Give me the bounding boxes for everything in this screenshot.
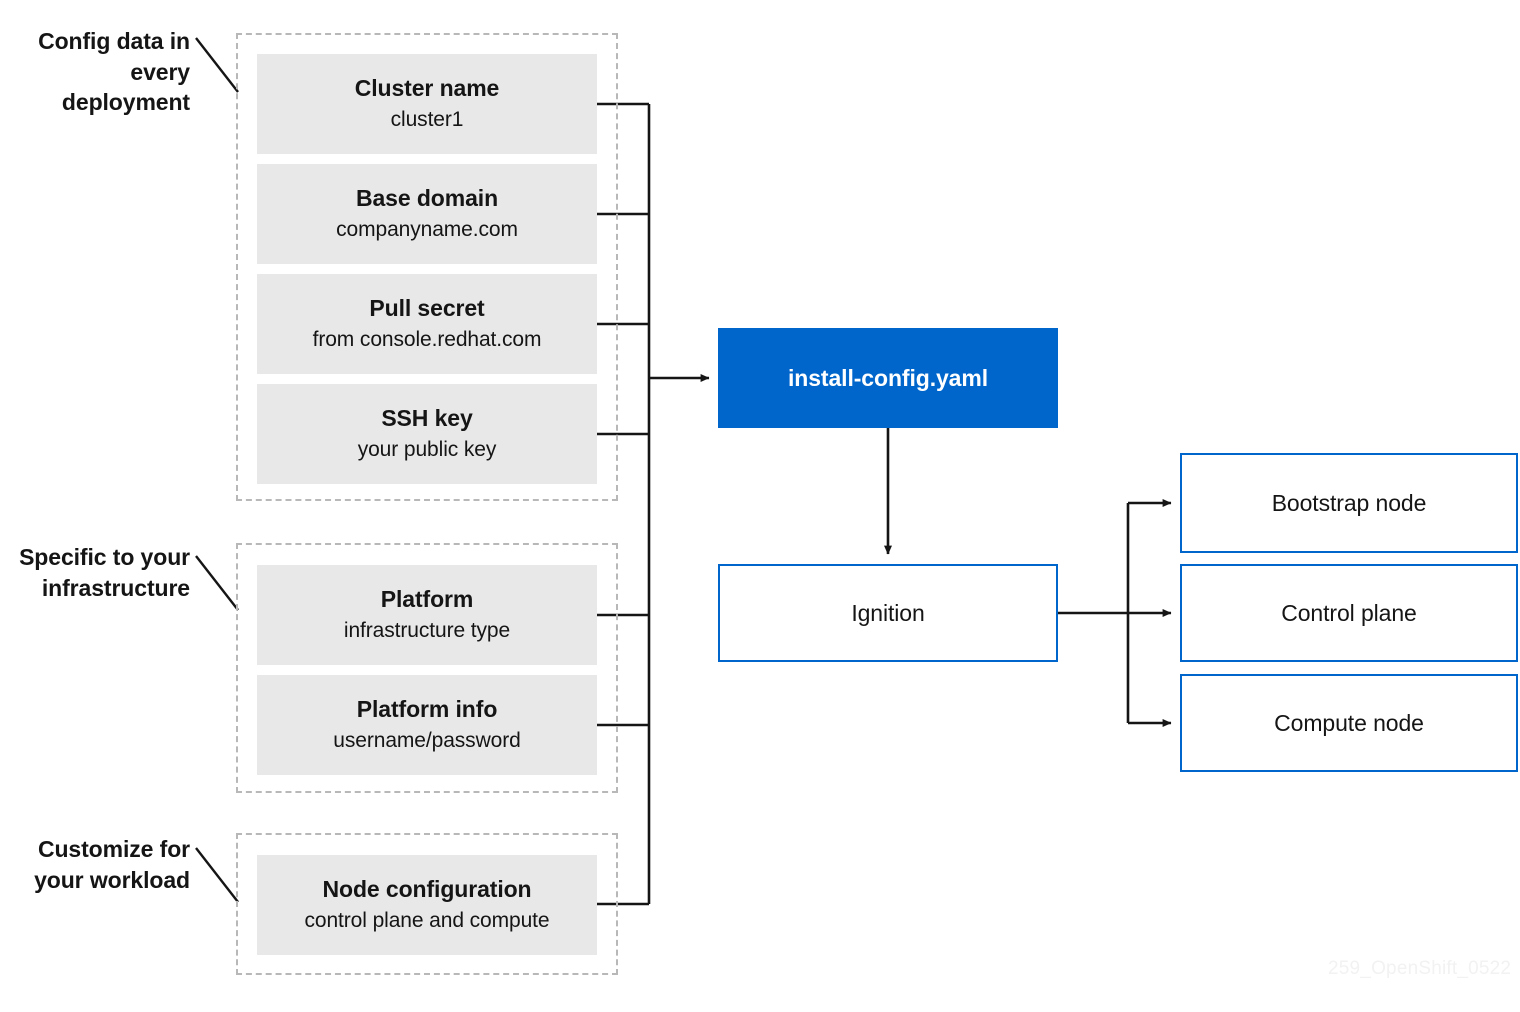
node-install-config-yaml-label: install-config.yaml	[787, 364, 989, 391]
group-workload	[236, 833, 618, 975]
callout-config-data-line2: every deployment	[61, 58, 190, 116]
node-control-plane[interactable]: Control plane	[1180, 564, 1518, 662]
node-ignition-label: Ignition	[851, 599, 925, 626]
group-config-data	[236, 33, 618, 501]
card-node-configuration[interactable]: Node configuration control plane and com…	[257, 855, 597, 955]
node-bootstrap-node-label: Bootstrap node	[1271, 489, 1427, 516]
node-control-plane-label: Control plane	[1281, 599, 1417, 626]
card-platform-title: Platform	[380, 586, 474, 613]
node-bootstrap-node[interactable]: Bootstrap node	[1180, 453, 1518, 553]
card-base-domain[interactable]: Base domain companyname.com	[257, 164, 597, 264]
card-ssh-key-title: SSH key	[381, 405, 473, 432]
card-ssh-key-sub: your public key	[357, 437, 497, 461]
card-ssh-key[interactable]: SSH key your public key	[257, 384, 597, 484]
node-compute-node-label: Compute node	[1274, 709, 1424, 736]
card-pull-secret-title: Pull secret	[369, 295, 485, 322]
card-pull-secret[interactable]: Pull secret from console.redhat.com	[257, 274, 597, 374]
card-base-domain-sub: companyname.com	[336, 217, 518, 241]
callout-infrastructure-line2: infrastructure	[41, 574, 190, 601]
card-platform-info-title: Platform info	[356, 696, 498, 723]
card-pull-secret-sub: from console.redhat.com	[312, 327, 542, 351]
watermark: 259_OpenShift_0522	[1328, 958, 1512, 979]
callout-config-data-line1: Config data in	[38, 28, 190, 54]
callout-workload: Customize for your workload	[0, 834, 190, 895]
callout-workload-line2: your workload	[34, 866, 190, 893]
right-bus-arrows	[1128, 499, 1172, 727]
card-cluster-name-sub: cluster1	[390, 107, 464, 131]
callout-leader-lines	[195, 37, 239, 903]
callout-workload-line1: Customize for	[37, 836, 190, 862]
card-platform-sub: infrastructure type	[343, 618, 511, 642]
card-platform[interactable]: Platform infrastructure type	[257, 565, 597, 665]
card-cluster-name[interactable]: Cluster name cluster1	[257, 54, 597, 154]
card-cluster-name-title: Cluster name	[354, 75, 500, 102]
node-compute-node[interactable]: Compute node	[1180, 674, 1518, 772]
card-platform-info[interactable]: Platform info username/password	[257, 675, 597, 775]
card-base-domain-title: Base domain	[355, 185, 499, 212]
card-platform-info-sub: username/password	[333, 728, 521, 752]
node-install-config-yaml[interactable]: install-config.yaml	[718, 328, 1058, 428]
callout-infrastructure-line1: Specific to your	[19, 544, 190, 570]
group-infrastructure	[236, 543, 618, 793]
callout-config-data: Config data in every deployment	[0, 26, 190, 118]
card-node-configuration-sub: control plane and compute	[304, 908, 550, 932]
node-ignition[interactable]: Ignition	[718, 564, 1058, 662]
callout-infrastructure: Specific to your infrastructure	[0, 542, 190, 603]
card-node-configuration-title: Node configuration	[322, 876, 532, 903]
